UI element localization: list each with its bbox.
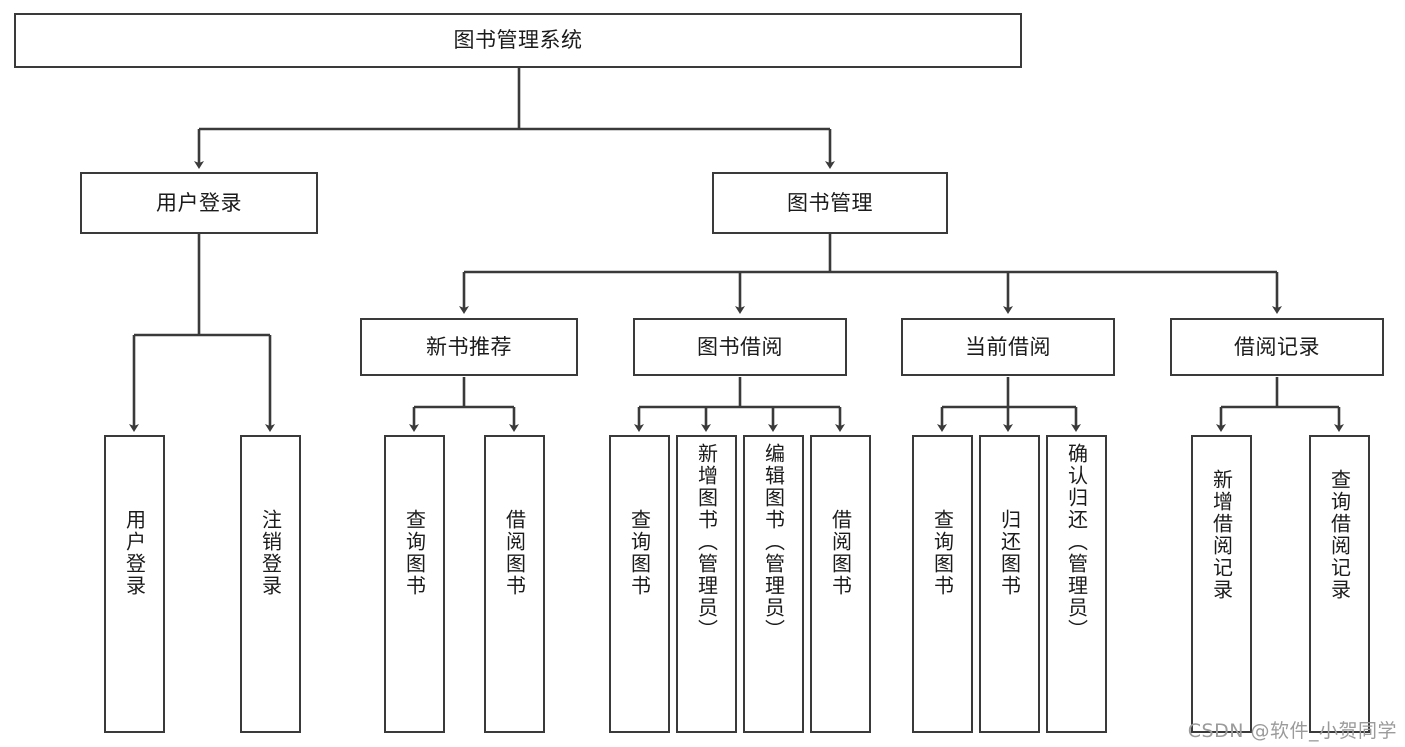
node-leaf-records-add-record[interactable]: 新增借阅记录: [1191, 435, 1252, 733]
node-leaf-borrow-edit-book-label: 编辑图书（管理员）: [761, 443, 786, 641]
node-book-borrow[interactable]: 图书借阅: [633, 318, 847, 376]
node-leaf-recommend-borrow-book-label: 借阅图书: [502, 509, 527, 597]
node-leaf-borrow-add-book[interactable]: 新增图书（管理员）: [676, 435, 737, 733]
node-leaf-current-return-book[interactable]: 归还图书: [979, 435, 1040, 733]
node-new-book-recommend[interactable]: 新书推荐: [360, 318, 578, 376]
node-leaf-borrow-query-book[interactable]: 查询图书: [609, 435, 670, 733]
node-leaf-current-confirm-return-label: 确认归还（管理员）: [1064, 443, 1089, 641]
node-leaf-user-login-login-label: 用户登录: [122, 509, 147, 597]
node-leaf-records-query-record[interactable]: 查询借阅记录: [1309, 435, 1370, 733]
node-leaf-records-add-record-label: 新增借阅记录: [1209, 469, 1234, 601]
node-leaf-user-login-login[interactable]: 用户登录: [104, 435, 165, 733]
node-leaf-user-login-logout[interactable]: 注销登录: [240, 435, 301, 733]
node-borrow-records-label: 借阅记录: [1234, 334, 1320, 359]
node-borrow-records[interactable]: 借阅记录: [1170, 318, 1384, 376]
node-leaf-current-return-book-label: 归还图书: [997, 509, 1022, 597]
node-leaf-borrow-add-book-label: 新增图书（管理员）: [694, 443, 719, 641]
node-root-system-label: 图书管理系统: [453, 28, 583, 53]
node-user-login-label: 用户登录: [156, 190, 242, 215]
node-leaf-borrow-query-book-label: 查询图书: [627, 509, 652, 597]
node-current-borrow[interactable]: 当前借阅: [901, 318, 1115, 376]
node-leaf-recommend-borrow-book[interactable]: 借阅图书: [484, 435, 545, 733]
node-leaf-records-query-record-label: 查询借阅记录: [1327, 469, 1352, 601]
node-new-book-recommend-label: 新书推荐: [426, 334, 512, 359]
node-leaf-current-query-book-label: 查询图书: [930, 509, 955, 597]
node-leaf-user-login-logout-label: 注销登录: [258, 509, 283, 597]
node-leaf-current-confirm-return[interactable]: 确认归还（管理员）: [1046, 435, 1107, 733]
node-user-login[interactable]: 用户登录: [80, 172, 318, 234]
node-leaf-borrow-borrow-book-label: 借阅图书: [828, 509, 853, 597]
node-leaf-borrow-edit-book[interactable]: 编辑图书（管理员）: [743, 435, 804, 733]
node-leaf-recommend-query-book[interactable]: 查询图书: [384, 435, 445, 733]
node-leaf-borrow-borrow-book[interactable]: 借阅图书: [810, 435, 871, 733]
node-current-borrow-label: 当前借阅: [965, 334, 1051, 359]
node-book-management-label: 图书管理: [787, 190, 873, 215]
node-book-borrow-label: 图书借阅: [697, 334, 783, 359]
node-root-system[interactable]: 图书管理系统: [14, 13, 1022, 68]
node-leaf-current-query-book[interactable]: 查询图书: [912, 435, 973, 733]
node-book-management[interactable]: 图书管理: [712, 172, 948, 234]
node-leaf-recommend-query-book-label: 查询图书: [402, 509, 427, 597]
csdn-watermark: CSDN @软件_小贺同学: [1187, 720, 1397, 742]
